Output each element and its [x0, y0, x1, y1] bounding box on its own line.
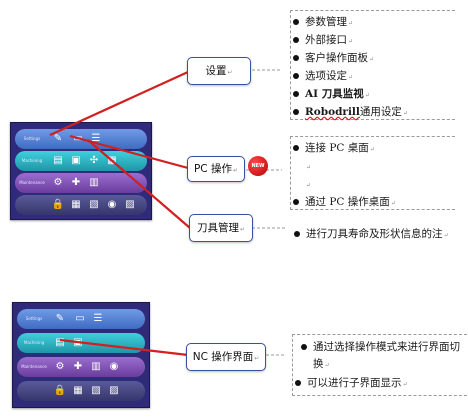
gear-icon[interactable]: ⚙ — [53, 177, 63, 188]
program-icon[interactable]: ▤ — [53, 155, 63, 166]
screen-row-label: Machining — [23, 340, 45, 345]
wrench-icon[interactable]: ✚ — [71, 177, 81, 188]
screen-row-label: Machining — [21, 158, 43, 163]
screen-row-machining[interactable]: Machining ▤ ▣ ✣ ▦ — [15, 151, 147, 171]
screen-row-label: Maintenance — [19, 180, 45, 185]
settings-tool-icon[interactable]: ✎ — [53, 133, 63, 144]
chart-icon[interactable]: ▥ — [89, 177, 99, 188]
file-icon[interactable]: ▧ — [89, 199, 99, 210]
list-item: 客户操作面板↵ — [293, 51, 455, 67]
list-icon[interactable]: ☰ — [91, 133, 101, 144]
screen-row-maintenance[interactable]: Maintenance ⚙ ✚ ▥ — [15, 173, 147, 193]
screen-row-system[interactable]: 🔒 ▦ ▧ ◉ ▨ — [15, 195, 147, 215]
callout-nc-screen: NC 操作界面↵ — [186, 343, 266, 371]
program-icon[interactable]: ▤ — [55, 337, 65, 348]
lock-icon[interactable]: 🔒 — [53, 385, 67, 396]
screen-row-label: Maintenance — [21, 364, 47, 369]
blank-line: ↵ — [306, 182, 312, 189]
list-icon[interactable]: ☰ — [93, 313, 103, 324]
list-item: 选项设定↵ — [293, 69, 455, 85]
new-badge: NEW — [248, 156, 268, 176]
list-item: 外部接口↵ — [293, 33, 455, 49]
keyboard-icon[interactable]: ▦ — [73, 385, 83, 396]
blank-line: ↵ — [306, 164, 312, 171]
arrow-tool — [87, 139, 191, 229]
fan-icon[interactable]: ✣ — [89, 155, 99, 166]
list-item: 连接 PC 桌面↵ — [293, 141, 455, 157]
screen-row-system[interactable]: 🔒 ▦ ▧ ▨ — [17, 381, 145, 401]
list-item: 通过 PC 操作桌面↵ — [293, 195, 455, 211]
list-item: 通过选择操作模式来进行界面切换↵ — [301, 339, 467, 374]
callout-settings: 设置↵ — [187, 57, 251, 85]
callout-settings-label: 设置 — [205, 65, 227, 77]
list-item: AI 刀具监视↵ — [293, 87, 455, 103]
operation-icon[interactable]: ▣ — [71, 155, 81, 166]
screen-row-label: Settings — [23, 136, 41, 141]
screen-row-label: Settings — [25, 316, 43, 321]
list-item: Robodrill通用设定↵ — [293, 105, 455, 121]
nc-feature-list: 通过选择操作模式来进行界面切换↵ 可以进行子界面显示↵ — [292, 334, 467, 396]
globe-icon[interactable]: ◉ — [109, 361, 119, 372]
callout-tool-management: 刀具管理↵ — [189, 214, 253, 242]
list-item: 进行刀具寿命及形状信息的注↵ — [294, 226, 456, 244]
list-item: 参数管理↵ — [293, 15, 455, 31]
globe-icon[interactable]: ◉ — [107, 199, 117, 210]
arrow-nc — [59, 338, 189, 357]
arrow-settings — [49, 70, 189, 137]
settings-feature-list: 参数管理↵ 外部接口↵ 客户操作面板↵ 选项设定↵ AI 刀具监视↵ Robod… — [290, 10, 455, 120]
pc-monitor-icon[interactable]: ▭ — [75, 313, 85, 324]
tool-feature-list: 进行刀具寿命及形状信息的注↵ — [294, 226, 456, 244]
callout-pc-operation: PC 操作↵ — [187, 156, 245, 182]
document-icon[interactable]: ▨ — [125, 199, 135, 210]
callout-pc-operation-label: PC 操作 — [193, 163, 232, 175]
keyboard-icon[interactable]: ▦ — [71, 199, 81, 210]
settings-tool-icon[interactable]: ✎ — [55, 313, 65, 324]
gear-icon[interactable]: ⚙ — [55, 361, 65, 372]
pc-feature-list: 连接 PC 桌面↵ ↵ ↵ 通过 PC 操作桌面↵ — [290, 136, 455, 210]
lock-icon[interactable]: 🔒 — [51, 199, 65, 210]
file-icon[interactable]: ▧ — [91, 385, 101, 396]
chart-icon[interactable]: ▥ — [91, 361, 101, 372]
callout-tool-management-label: 刀具管理 — [196, 222, 239, 234]
screen-row-maintenance[interactable]: Maintenance ⚙ ✚ ▥ ◉ — [17, 357, 145, 377]
list-item: 可以进行子界面显示↵ — [295, 376, 467, 392]
screen-row-settings[interactable]: Settings ✎ ▭ ☰ — [17, 309, 145, 329]
document-icon[interactable]: ▨ — [109, 385, 119, 396]
callout-nc-screen-label: NC 操作界面 — [192, 351, 254, 363]
wrench-icon[interactable]: ✚ — [73, 361, 83, 372]
